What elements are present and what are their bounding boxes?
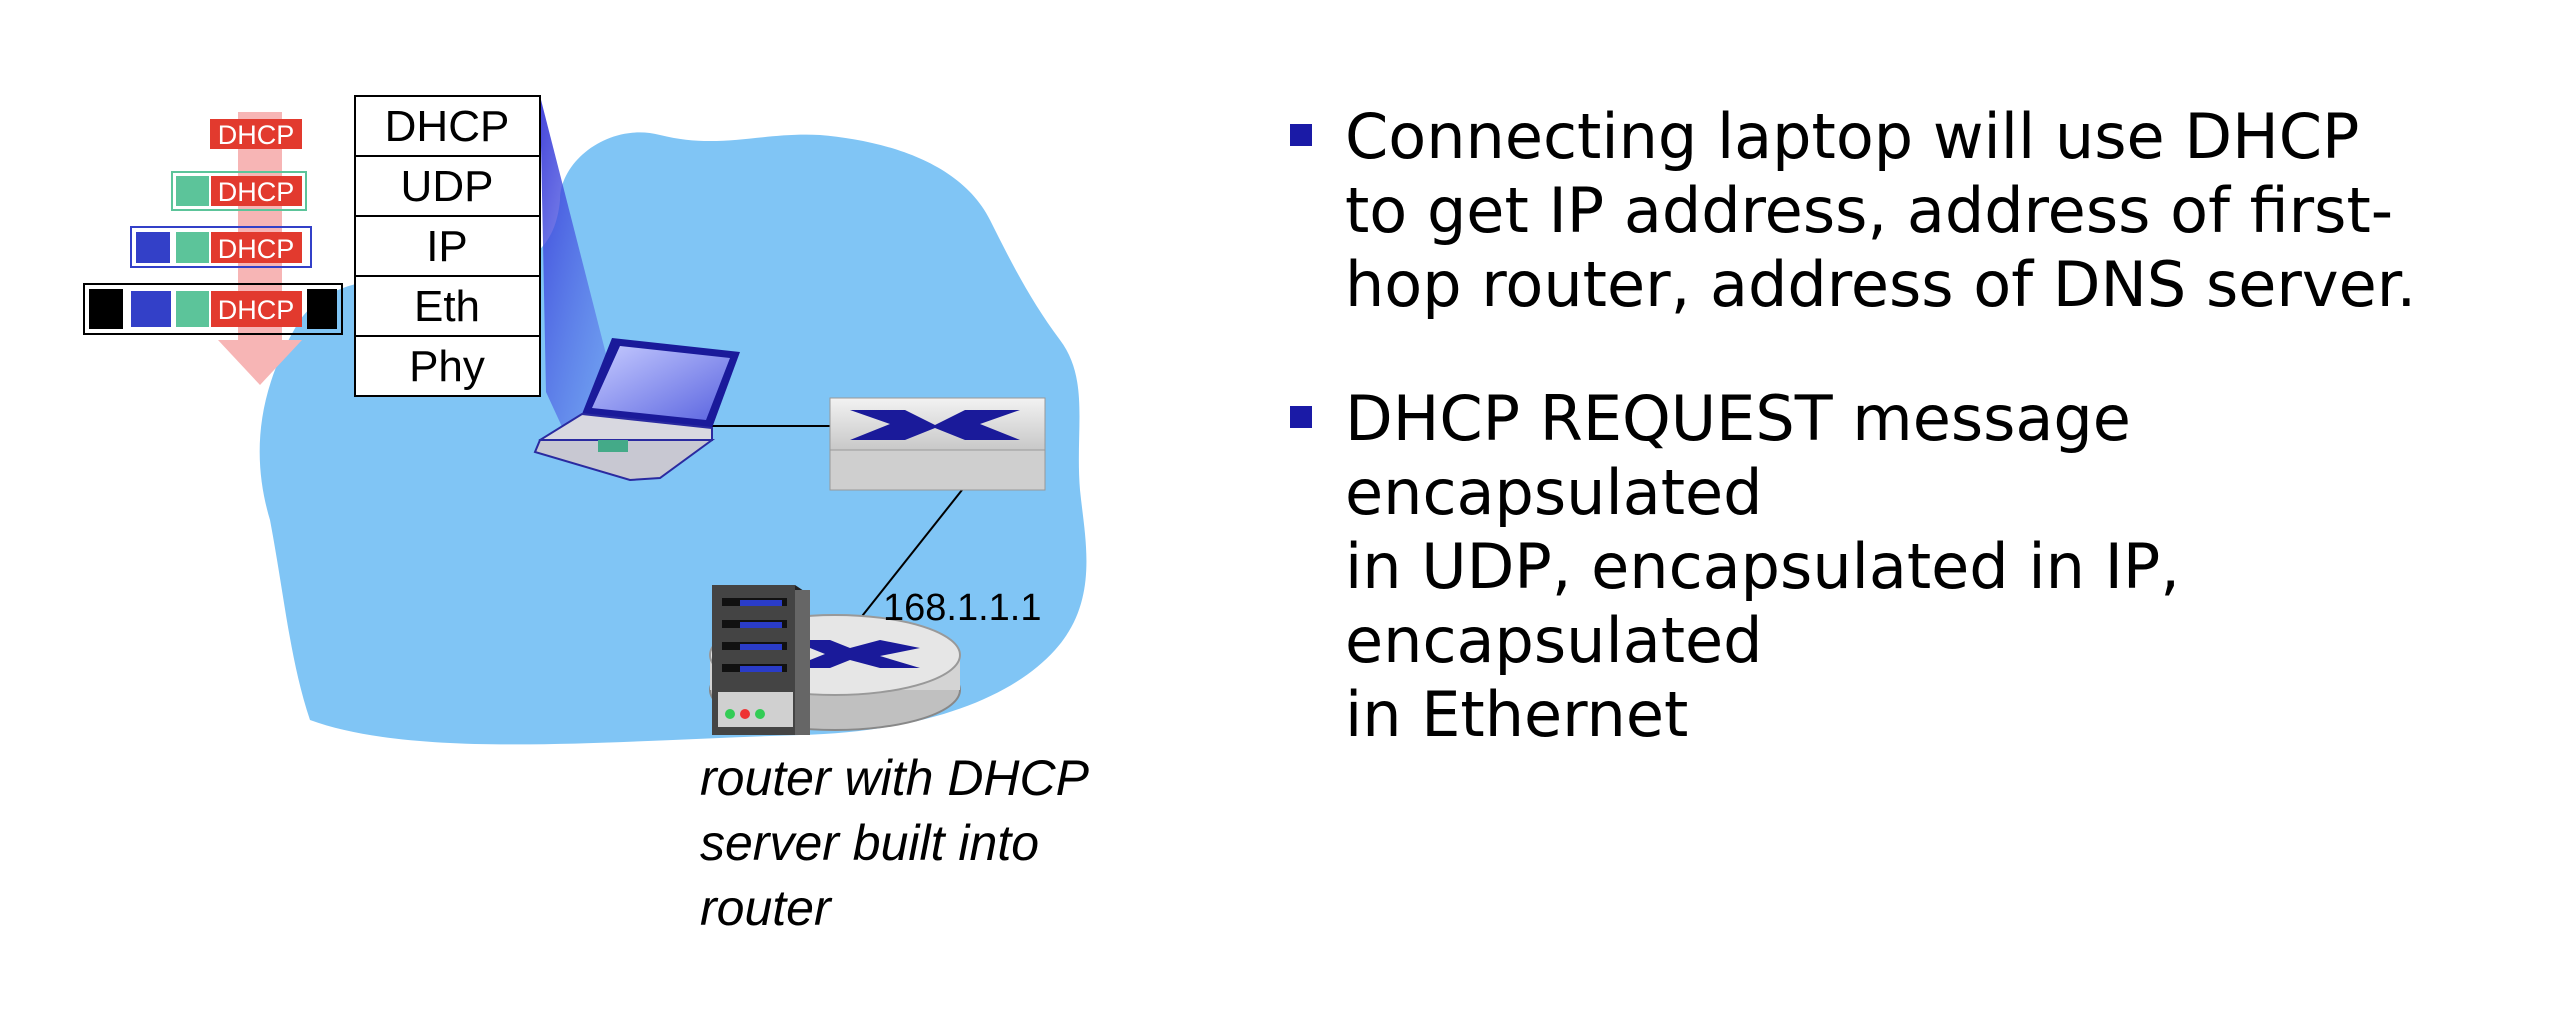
protocol-stack: DHCP UDP IP Eth Phy	[354, 95, 541, 397]
bullet-list: Connecting laptop will use DHCP to get I…	[1290, 100, 2550, 812]
stack-layer-eth: Eth	[414, 282, 480, 331]
square-bullet-icon	[1290, 406, 1312, 428]
bullet-line: in Ethernet	[1345, 678, 1689, 751]
bullet-line: to get IP address, address of first-	[1345, 174, 2394, 247]
bullet-item: Connecting laptop will use DHCP to get I…	[1290, 100, 2550, 322]
stack-layer-ip: IP	[426, 222, 468, 271]
packet-label: DHCP	[218, 120, 295, 150]
packet-dhcp: DHCP	[210, 119, 302, 150]
packet-label: DHCP	[218, 177, 295, 207]
bullet-line: in UDP, encapsulated in IP, encapsulated	[1345, 530, 2180, 677]
packet-ip-udp-dhcp: DHCP	[130, 226, 312, 268]
router-address-label: 168.1.1.1	[883, 587, 1041, 629]
stack-layer-phy: Phy	[409, 342, 485, 391]
laptop-icon	[533, 338, 740, 482]
stack-layer-dhcp: DHCP	[385, 102, 510, 151]
packet-label: DHCP	[218, 234, 295, 264]
router-caption-line: router with DHCP	[700, 750, 1090, 806]
bullet-line: Connecting laptop will use DHCP	[1345, 100, 2360, 173]
stack-layer-udp: UDP	[401, 162, 494, 211]
dhcp-server-icon	[712, 585, 810, 735]
packet-eth-ip-udp-dhcp: DHCP	[83, 283, 343, 335]
square-bullet-icon	[1290, 124, 1312, 146]
router-caption-line: router	[700, 880, 833, 936]
switch-icon	[829, 397, 1046, 491]
bullet-line: hop router, address of DNS server.	[1345, 248, 2417, 321]
router-caption-line: server built into	[700, 815, 1039, 871]
bullet-line: DHCP REQUEST message encapsulated	[1345, 382, 2131, 529]
dhcp-network-diagram: DHCP DHCP DHCP DHCP DHCP UDP IP Eth Phy	[83, 95, 1090, 936]
link-switch-router	[854, 489, 963, 626]
packet-label: DHCP	[218, 295, 295, 325]
bullet-item: DHCP REQUEST message encapsulated in UDP…	[1290, 382, 2550, 752]
router-caption: router with DHCP server built into route…	[700, 750, 1090, 936]
packet-udp-dhcp: DHCP	[171, 171, 307, 211]
